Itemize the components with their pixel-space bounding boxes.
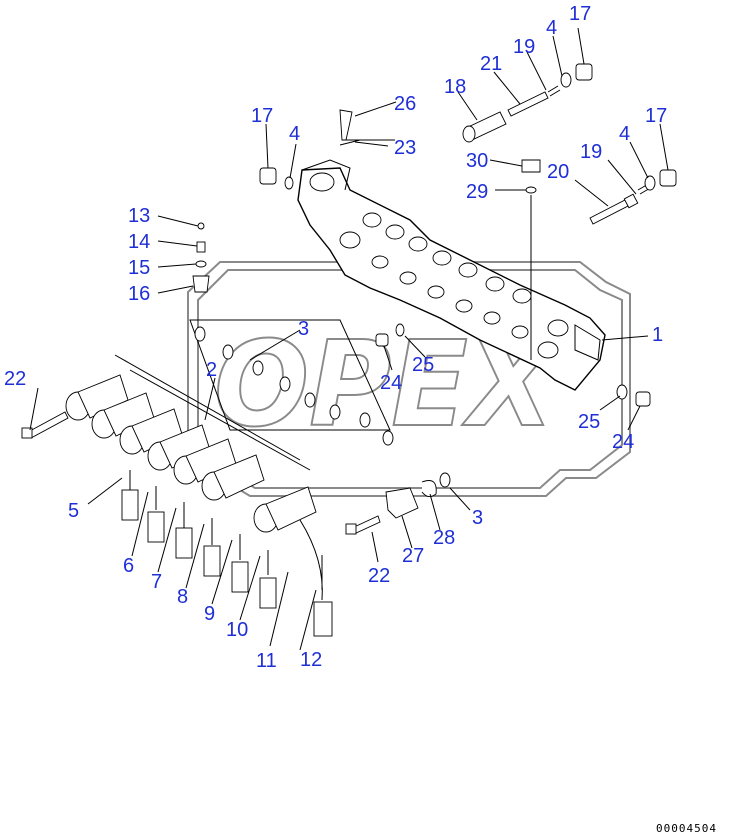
callout-2: 2	[206, 359, 217, 381]
plug-left	[259, 109, 395, 190]
plug-30	[521, 159, 541, 360]
callout-23: 23	[394, 137, 416, 159]
callout-18: 18	[444, 76, 466, 98]
callout-26: 26	[394, 93, 416, 115]
callout-15: 15	[128, 257, 150, 279]
callout-11: 11	[256, 650, 277, 672]
callout-29: 29	[466, 181, 488, 203]
callout-8: 8	[177, 586, 188, 608]
callout-28: 28	[433, 527, 455, 549]
callout-24: 24	[380, 372, 402, 394]
plug-24-mid	[375, 323, 405, 347]
callout-4: 4	[289, 123, 300, 145]
solenoid-3	[119, 408, 183, 455]
spool-top	[462, 63, 593, 143]
callout-5: 5	[68, 500, 79, 522]
callout-19: 19	[513, 36, 535, 58]
solenoid-6	[201, 454, 265, 501]
callout-17: 17	[645, 105, 667, 127]
callout-4: 4	[619, 123, 630, 145]
leader-lines	[29, 27, 669, 651]
valve-body	[297, 159, 606, 391]
solenoid-7	[253, 486, 317, 533]
callout-3: 3	[298, 318, 309, 340]
callout-10: 10	[226, 619, 248, 641]
callout-16: 16	[128, 283, 150, 305]
callout-21: 21	[480, 53, 502, 75]
callout-13: 13	[128, 205, 150, 227]
callout-25: 25	[578, 411, 600, 433]
callout-27: 27	[402, 545, 424, 567]
spool-right	[589, 169, 677, 225]
bolt-left	[21, 411, 69, 439]
cover-parts	[345, 472, 451, 535]
callout-9: 9	[204, 603, 215, 625]
callout-3: 3	[472, 507, 483, 529]
callout-17: 17	[569, 3, 591, 25]
plug-24-right	[616, 384, 651, 407]
callout-6: 6	[123, 555, 134, 577]
callout-4: 4	[546, 17, 557, 39]
connector-group	[121, 470, 333, 637]
callout-25: 25	[412, 354, 434, 376]
callout-24: 24	[612, 431, 634, 453]
drawing-code: 00004504	[656, 822, 717, 835]
relief-valve-stack	[192, 222, 210, 293]
solenoid-group	[65, 354, 317, 533]
callout-22: 22	[4, 368, 26, 390]
callout-12: 12	[300, 649, 322, 671]
callout-14: 14	[128, 231, 150, 253]
solenoid-2	[91, 392, 155, 439]
callout-20: 20	[547, 161, 569, 183]
callout-labels: 17 4 19 21 18 26 23 17 4 30 29 20 19 4 1…	[4, 3, 667, 672]
callout-1: 1	[652, 324, 663, 346]
callout-22: 22	[368, 565, 390, 587]
callout-7: 7	[151, 571, 162, 593]
solenoid-1	[65, 374, 129, 421]
o-ring-group	[189, 319, 394, 446]
callout-17: 17	[251, 105, 273, 127]
callout-19: 19	[580, 141, 602, 163]
callout-30: 30	[466, 150, 488, 172]
